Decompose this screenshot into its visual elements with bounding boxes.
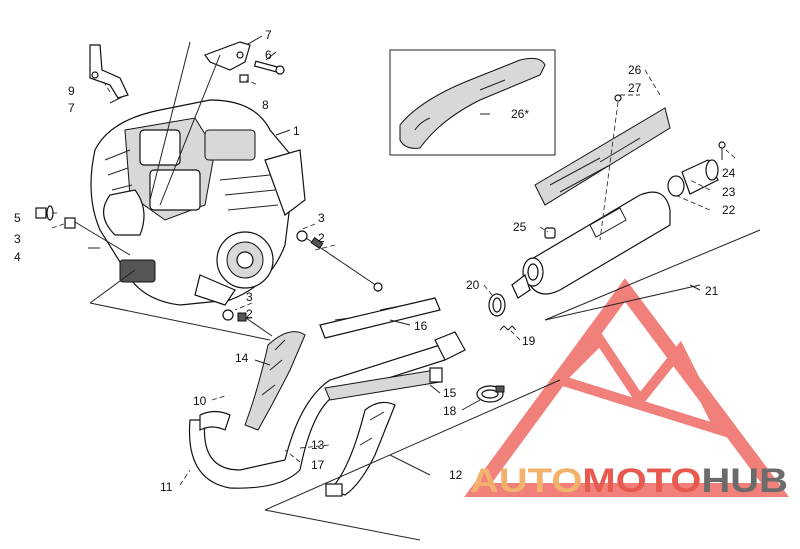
callout-2-lower: 2	[246, 307, 253, 321]
bolt-6	[253, 60, 285, 75]
callout-24: 24	[722, 166, 736, 180]
callout-23: 23	[722, 185, 736, 199]
nut-8	[239, 74, 249, 83]
callout-15: 15	[443, 386, 457, 400]
mount-stud-upper	[296, 230, 383, 292]
callout-25: 25	[513, 220, 527, 234]
callout-1: 1	[293, 124, 300, 138]
callout-21: 21	[705, 284, 719, 298]
engine-mount-bracket-left	[89, 44, 129, 99]
callout-7-top: 7	[265, 28, 272, 42]
watermark-logo-mark	[464, 278, 789, 497]
bushing-25	[544, 227, 556, 239]
callout-17: 17	[311, 458, 325, 472]
callout-2-upper: 2	[318, 231, 325, 245]
muffler	[511, 191, 671, 299]
watermark-triangle	[464, 278, 789, 497]
callout-27: 27	[628, 81, 642, 95]
callout-3-left: 3	[14, 232, 21, 246]
mount-bolt-lower	[222, 309, 273, 337]
spark-arrestor	[667, 141, 726, 197]
callout-12: 12	[449, 468, 463, 482]
callout-11: 11	[160, 480, 173, 494]
callout-5: 5	[14, 211, 21, 225]
callout-6: 6	[265, 48, 272, 62]
callout-3-upper: 3	[318, 211, 325, 225]
callout-26-inset: 26*	[511, 107, 529, 121]
muffler-heat-shield	[534, 107, 671, 206]
heat-shield-14	[244, 331, 306, 431]
callout-7-left: 7	[68, 101, 75, 115]
callout-labels: 1 7 6 8 9 7 5 3 4 3 2 3 2 14 10 11 13 17…	[14, 28, 736, 494]
callout-22: 22	[722, 203, 736, 217]
callout-9: 9	[68, 84, 75, 98]
callout-16: 16	[414, 319, 428, 333]
callout-20: 20	[466, 278, 480, 292]
callout-10: 10	[193, 394, 207, 408]
hardware-left-stack	[35, 205, 76, 229]
header-pipe	[188, 331, 466, 489]
engine-assembly	[90, 99, 306, 306]
spring-19	[499, 325, 517, 331]
callout-4: 4	[14, 250, 21, 264]
leader-lines	[51, 35, 761, 541]
watermark-text-hub: HUB	[701, 462, 788, 500]
heat-shield-13	[325, 401, 396, 497]
callout-13: 13	[311, 438, 325, 452]
callout-3-lower: 3	[246, 290, 253, 304]
watermark-text-moto: MOTO	[582, 462, 701, 500]
inset-box	[389, 49, 556, 156]
callout-19: 19	[522, 334, 536, 348]
callout-18: 18	[443, 404, 457, 418]
heat-shield-16	[319, 297, 441, 339]
heat-shield-15	[324, 367, 443, 401]
callout-26: 26	[628, 63, 642, 77]
gasket-20	[488, 293, 506, 317]
band-clamp-18	[476, 385, 505, 403]
screw-27	[599, 94, 622, 241]
callout-14: 14	[235, 351, 249, 365]
engine-mount-bracket-right	[204, 41, 251, 71]
callout-8: 8	[262, 98, 269, 112]
watermark-text-auto: AUTO	[470, 462, 582, 500]
